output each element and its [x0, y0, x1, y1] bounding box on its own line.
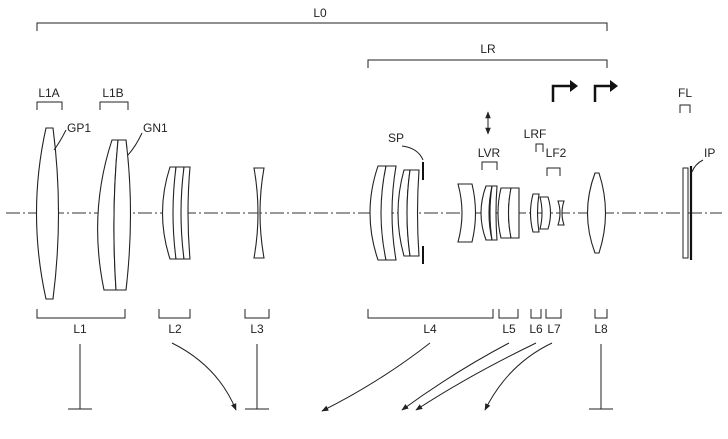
l1a-bracket — [36, 101, 63, 110]
label-l1a: L1A — [38, 86, 59, 100]
label-l4: L4 — [423, 322, 437, 336]
label-sp: SP — [388, 131, 404, 145]
l2-bracket — [158, 309, 191, 319]
label-ip: IP — [704, 146, 715, 160]
lens-l7-1 — [539, 196, 552, 230]
lens-l2-3 — [180, 166, 191, 260]
filter-fl — [682, 167, 689, 259]
movement-arrowhead-icon — [570, 80, 578, 92]
sp-leader — [401, 145, 424, 161]
fl-bracket — [679, 104, 691, 113]
l5-bracket — [498, 309, 519, 319]
l1-bracket — [36, 309, 126, 319]
l4-bracket — [367, 309, 494, 319]
trajectory-l4 — [321, 342, 431, 412]
fixed-l1-icon — [68, 344, 92, 410]
trajectory-l2 — [171, 342, 237, 411]
label-lrf: LRF — [524, 127, 547, 141]
l0-bracket — [36, 22, 608, 31]
gp1-leader — [53, 129, 67, 151]
label-l1: L1 — [73, 322, 87, 336]
label-fl: FL — [678, 86, 692, 100]
lens-l4-2 — [380, 165, 397, 261]
trajectory-l6 — [415, 342, 537, 411]
lens-l1b-2 — [113, 139, 132, 291]
lf2-bracket — [546, 167, 561, 176]
lrf-bracket — [535, 143, 544, 152]
fixed-l3-icon — [245, 344, 269, 410]
l3-bracket — [244, 309, 270, 319]
label-lvr: LVR — [478, 146, 501, 160]
label-gp1: GP1 — [67, 121, 91, 135]
lens-l6 — [529, 193, 540, 233]
lens-l1a — [35, 127, 60, 300]
lens-l5-1 — [457, 183, 477, 243]
l6-bracket — [530, 309, 542, 319]
label-l7: L7 — [547, 322, 561, 336]
lens-l8 — [586, 172, 607, 254]
l1b-bracket — [99, 101, 129, 110]
trajectory-l5 — [401, 342, 510, 411]
lr-bracket — [367, 59, 608, 68]
label-l2: L2 — [168, 322, 182, 336]
label-l0: L0 — [313, 6, 327, 20]
movement-arrow-icon — [593, 84, 612, 102]
lvr-bracket — [481, 161, 498, 170]
label-lr: LR — [480, 42, 496, 56]
gn1-leader — [127, 132, 143, 156]
label-l5: L5 — [502, 322, 516, 336]
l8-bracket — [594, 309, 608, 319]
label-gn1: GN1 — [143, 121, 168, 135]
label-l3: L3 — [250, 322, 264, 336]
lens-l3 — [253, 167, 265, 259]
label-l8: L8 — [594, 322, 608, 336]
lens-l4-4 — [406, 169, 420, 257]
fixed-l8-icon — [589, 344, 613, 410]
lens-l7-2 — [557, 200, 565, 226]
lens-l5-5 — [507, 187, 520, 239]
trajectory-l7 — [484, 342, 553, 411]
movement-arrow-icon — [551, 84, 572, 102]
label-l1b: L1B — [102, 86, 123, 100]
ip-leader — [691, 159, 704, 173]
l7-bracket — [545, 309, 562, 319]
label-lf2: LF2 — [546, 146, 567, 160]
label-l6: L6 — [529, 322, 543, 336]
movement-arrowhead-icon — [610, 80, 618, 92]
lens-l5-3 — [489, 185, 498, 241]
